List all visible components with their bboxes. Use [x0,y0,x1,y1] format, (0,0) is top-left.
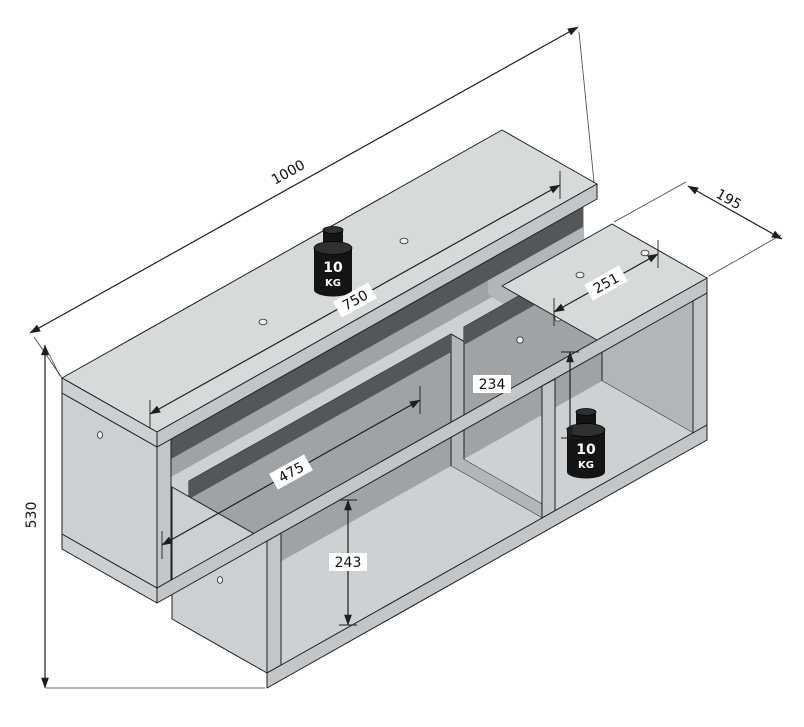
dimension-arrow-depth [687,185,783,240]
dimension-label-lower-inner-height: 243 [335,555,362,571]
fitting-hole [399,237,409,245]
right-side-panel [692,292,708,434]
weight-unit: KG [578,460,594,471]
fitting-hole [640,249,650,257]
fitting-hole [258,318,268,326]
dimension-label-overall-height: 530 [24,502,40,529]
divider-panel [541,378,556,519]
dimension-label-overall-width: 1000 [269,157,308,188]
weight-unit: KG [325,278,341,289]
fitting-hole [516,336,524,344]
fitting-hole [96,431,104,439]
bottom-board [266,424,708,689]
weight-value: 10 [576,442,596,458]
weight-value: 10 [323,260,343,276]
dimension-label-upper-inner-height: 234 [479,377,506,393]
dimension-arrow-overall-width [29,26,579,334]
weight-icon: 10 KG [566,408,606,479]
fitting-hole [216,576,224,584]
fitting-hole [575,271,585,279]
